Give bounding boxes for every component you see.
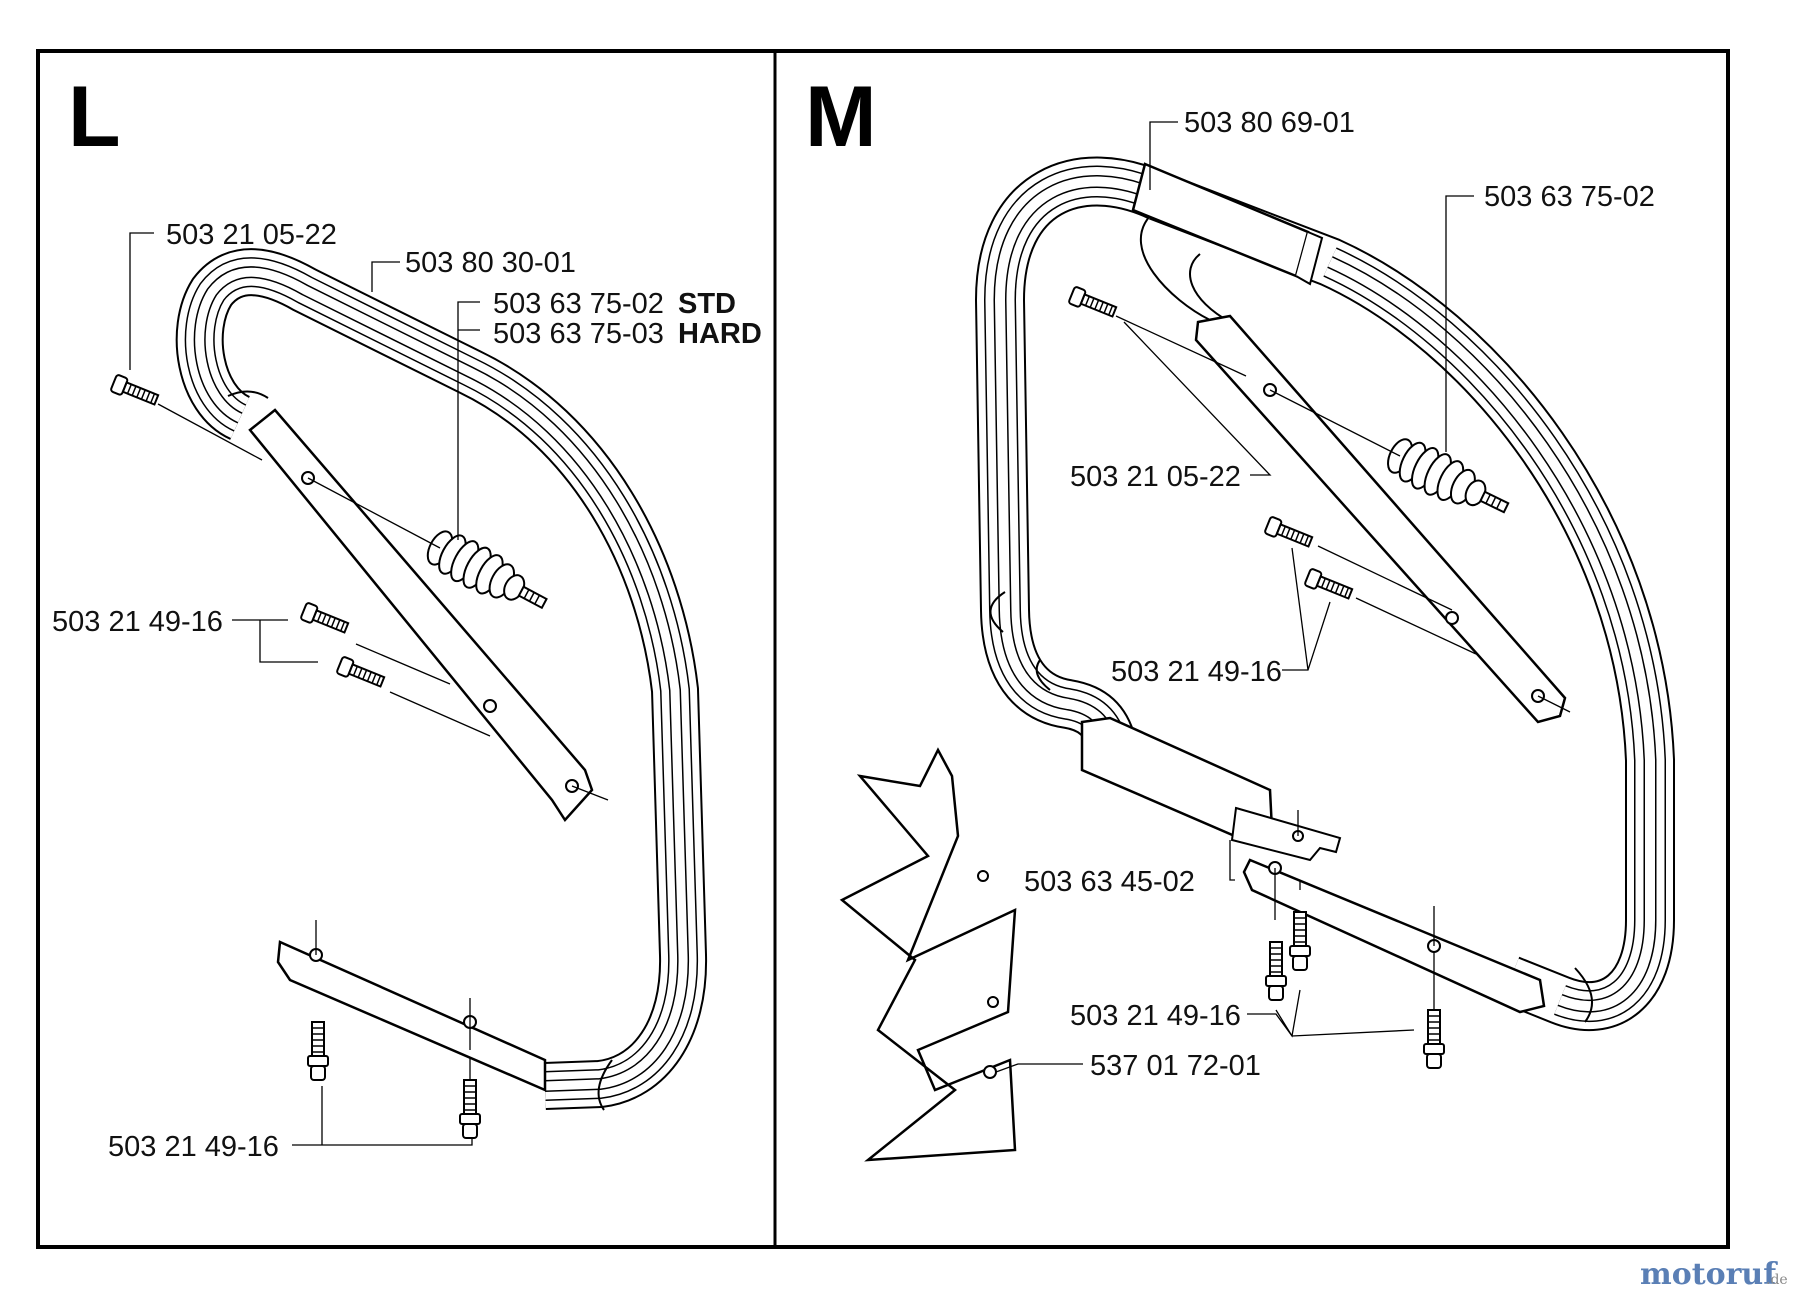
label-l-av-std-tag: STD bbox=[678, 288, 736, 320]
bolt-m-1 bbox=[1265, 941, 1287, 1001]
label-m-av: 503 63 75-02 bbox=[1484, 181, 1655, 213]
front-handle-l bbox=[175, 248, 708, 1111]
panel-l: L bbox=[52, 69, 762, 1163]
panel-m: M bbox=[805, 69, 1675, 1162]
screw-m-mid2 bbox=[1303, 567, 1355, 604]
label-l-handle: 503 80 30-01 bbox=[405, 247, 576, 279]
label-m-bracket: 503 63 45-02 bbox=[1024, 866, 1195, 898]
label-l-screws-bottom: 503 21 49-16 bbox=[108, 1131, 279, 1163]
bottom-strap-l bbox=[276, 940, 547, 1092]
label-m-handle: 503 80 69-01 bbox=[1184, 107, 1355, 139]
bolt-m-3 bbox=[1423, 1009, 1445, 1069]
label-l-av-hard-num: 503 63 75-03 bbox=[493, 318, 664, 350]
label-m-spike: 537 01 72-01 bbox=[1090, 1050, 1261, 1082]
label-l-av-std-num: 503 63 75-02 bbox=[493, 288, 664, 320]
screw-l-mid1 bbox=[299, 601, 351, 638]
panel-letter-l: L bbox=[68, 69, 121, 165]
panel-letter-m: M bbox=[805, 69, 877, 165]
strut-l bbox=[248, 408, 594, 823]
strut-m bbox=[1194, 314, 1567, 724]
bolt-m-2 bbox=[1289, 911, 1311, 971]
bolt-l-2 bbox=[459, 1079, 481, 1139]
screw-l-top bbox=[109, 373, 161, 410]
bracket-m bbox=[1080, 716, 1546, 1014]
label-m-screw-top: 503 21 05-22 bbox=[1070, 461, 1241, 493]
screw-l-mid2 bbox=[335, 655, 387, 692]
front-handle-m bbox=[974, 156, 1675, 1032]
label-l-av-hard-tag: HARD bbox=[678, 318, 762, 350]
label-l-screw-top: 503 21 05-22 bbox=[166, 219, 337, 251]
label-m-screws-mid: 503 21 49-16 bbox=[1111, 656, 1282, 688]
bolt-l-1 bbox=[307, 1021, 329, 1081]
screw-m-top bbox=[1067, 285, 1119, 322]
label-m-screws-bottom: 503 21 49-16 bbox=[1070, 1000, 1241, 1032]
watermark-main: motoruf bbox=[1640, 1257, 1778, 1292]
outer-frame bbox=[36, 49, 1730, 1249]
screw-m-mid1 bbox=[1263, 515, 1315, 552]
watermark-suffix: .de bbox=[1766, 1272, 1788, 1288]
watermark: motoruf .de bbox=[1640, 1257, 1788, 1292]
spike-m bbox=[839, 747, 1017, 1162]
label-l-screws-mid: 503 21 49-16 bbox=[52, 606, 223, 638]
